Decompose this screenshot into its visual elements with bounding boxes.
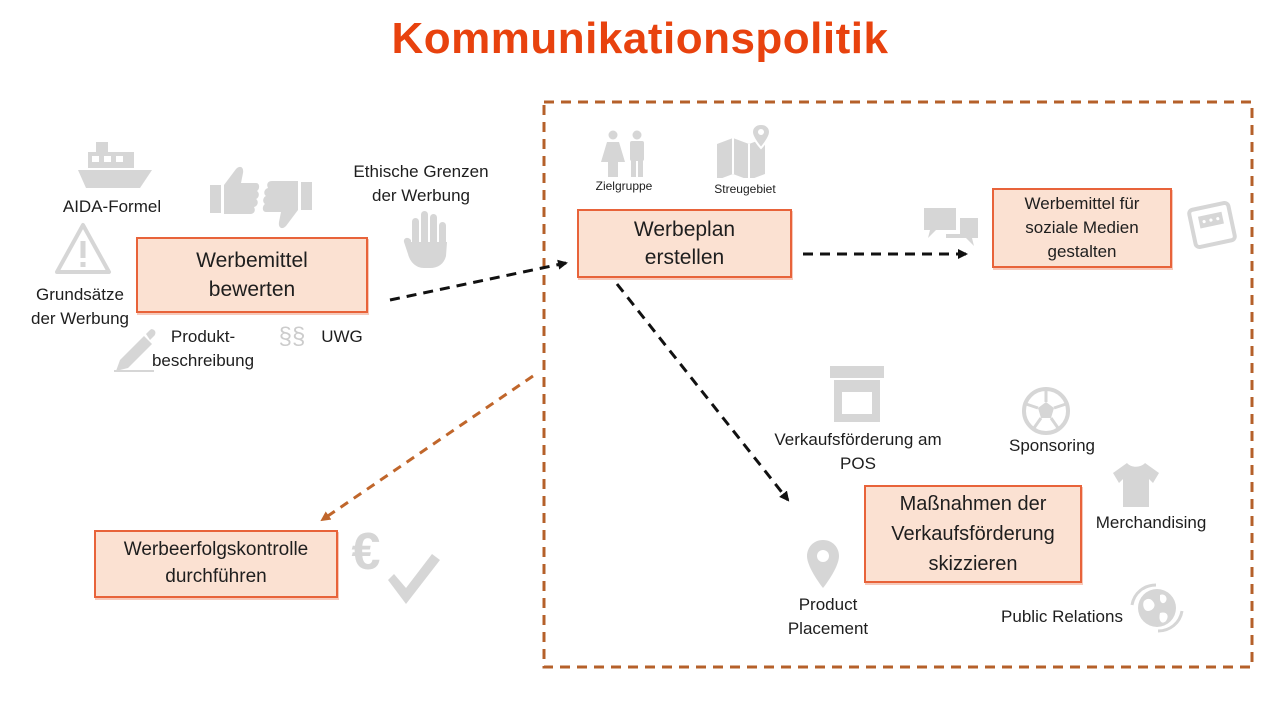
label-aida-formel: AIDA-Formel — [62, 197, 162, 216]
label-public-relations: Public Relations — [1001, 607, 1123, 626]
arrow-werbeplan-to-massnahmen — [615, 283, 790, 502]
label-streugebiet: Streugebiet — [714, 182, 776, 196]
arrow-bewerten-to-werbeplan — [389, 259, 568, 302]
location-pin-icon — [807, 540, 839, 588]
box-massnahmen-label: Maßnahmen der Verkaufsförderung skizzier… — [891, 493, 1055, 575]
label-uwg: UWG — [321, 327, 363, 346]
paragraph-icon: §§ — [278, 323, 306, 350]
label-product-placement: Product Placement — [787, 595, 869, 638]
tshirt-icon — [1113, 463, 1159, 507]
stop-hand-icon — [403, 211, 447, 268]
box-massnahmen-verkaufsfoerderung: Maßnahmen der Verkaufsförderung skizzier… — [864, 485, 1082, 583]
label-ethische-grenzen: Ethische Grenzen der Werbung — [353, 162, 489, 205]
map-icon — [717, 122, 772, 178]
store-icon — [830, 366, 884, 422]
box-werbeerfolgskontrolle-label: Werbeerfolgskontrolle durchführen — [123, 539, 309, 587]
plan-frame — [542, 100, 1254, 669]
box-soziale-medien-label: Werbemittel für soziale Medien gestalten — [1024, 194, 1140, 261]
box-werbemittel-bewerten: Werbemittel bewerten — [136, 237, 368, 313]
label-produktbeschreibung: Produkt- beschreibung — [151, 327, 255, 370]
people-icon — [601, 130, 644, 177]
thumbs-down-icon — [262, 181, 312, 229]
box-werbeplan-erstellen: Werbeplan erstellen — [577, 209, 792, 278]
warning-icon — [55, 223, 111, 274]
label-verkaufsfoerderung-pos: Verkaufsförderung am POS — [774, 430, 942, 473]
globe-icon — [1130, 583, 1184, 633]
ship-icon — [78, 142, 152, 188]
pencil-icon — [114, 329, 156, 372]
label-grundsaetze: Grundsätze der Werbung — [31, 285, 129, 328]
soccer-ball-icon — [1022, 387, 1070, 435]
page-title: Kommunikationspolitik — [391, 14, 889, 63]
euro-icon: € — [351, 523, 381, 581]
chat-icon — [924, 208, 978, 246]
box-soziale-medien: Werbemittel für soziale Medien gestalten — [992, 188, 1172, 268]
box-werbeplan-erstellen-label: Werbeplan erstellen — [633, 218, 736, 269]
box-werbemittel-bewerten-label: Werbemittel bewerten — [196, 248, 308, 301]
arrow-frame-to-kontrolle — [320, 374, 534, 522]
label-zielgruppe: Zielgruppe — [595, 179, 653, 193]
box-werbeerfolgskontrolle: Werbeerfolgskontrolle durchführen — [94, 530, 338, 598]
checkmark-icon — [388, 554, 440, 604]
thumbs-up-icon — [210, 166, 260, 214]
tablet-icon — [1187, 201, 1237, 249]
label-merchandising: Merchandising — [1095, 513, 1207, 532]
label-sponsoring: Sponsoring — [1008, 436, 1095, 455]
